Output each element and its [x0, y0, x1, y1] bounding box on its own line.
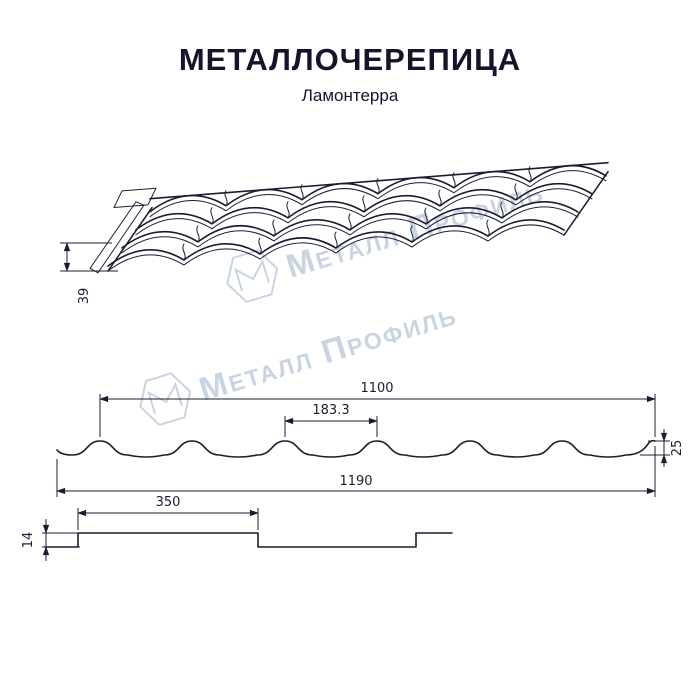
- watermark-text: Металл Профиль: [195, 294, 461, 408]
- tile-column-lines: [182, 166, 532, 261]
- roof-perspective-view: 39: [60, 161, 609, 305]
- profile-height-label: 25: [670, 440, 685, 457]
- dimension-eave-height: 39: [60, 242, 118, 305]
- dimension-module-width: 1100: [99, 381, 656, 437]
- page-title: МЕТАЛЛОЧЕРЕПИЦА: [178, 42, 522, 77]
- dimension-step-height: 14: [21, 519, 80, 561]
- overall-width-label: 1190: [339, 474, 372, 489]
- watermark-top: Металл Профиль: [226, 171, 548, 304]
- watermark-middle: Металл Профиль: [139, 294, 461, 427]
- step-section-view: 350 14: [21, 495, 453, 561]
- step-height-label: 14: [21, 532, 36, 549]
- step-profile-line: [44, 532, 453, 548]
- dimension-step-length: 350: [77, 495, 259, 530]
- dimension-overall-width: 1190: [56, 446, 656, 497]
- ridge-tab: [113, 187, 157, 209]
- module-width-label: 1100: [360, 381, 393, 396]
- dimension-profile-height: 25: [640, 429, 685, 467]
- profile-cross-section: 1100 183.3 25 1190: [56, 381, 685, 497]
- tile-row-steps: [107, 170, 607, 272]
- metall-profil-logo-icon: [226, 249, 279, 304]
- sheet-edges: [107, 161, 609, 272]
- step-length-label: 350: [156, 495, 181, 510]
- title-block: МЕТАЛЛОЧЕРЕПИЦА Ламонтерра: [0, 42, 700, 106]
- rake-batten: [89, 201, 145, 274]
- page-subtitle: Ламонтерра: [301, 86, 399, 105]
- profile-line: [56, 439, 656, 458]
- dimension-wave-pitch: 183.3: [284, 403, 378, 437]
- eave-height-label: 39: [77, 288, 92, 305]
- wave-pitch-label: 183.3: [312, 403, 349, 418]
